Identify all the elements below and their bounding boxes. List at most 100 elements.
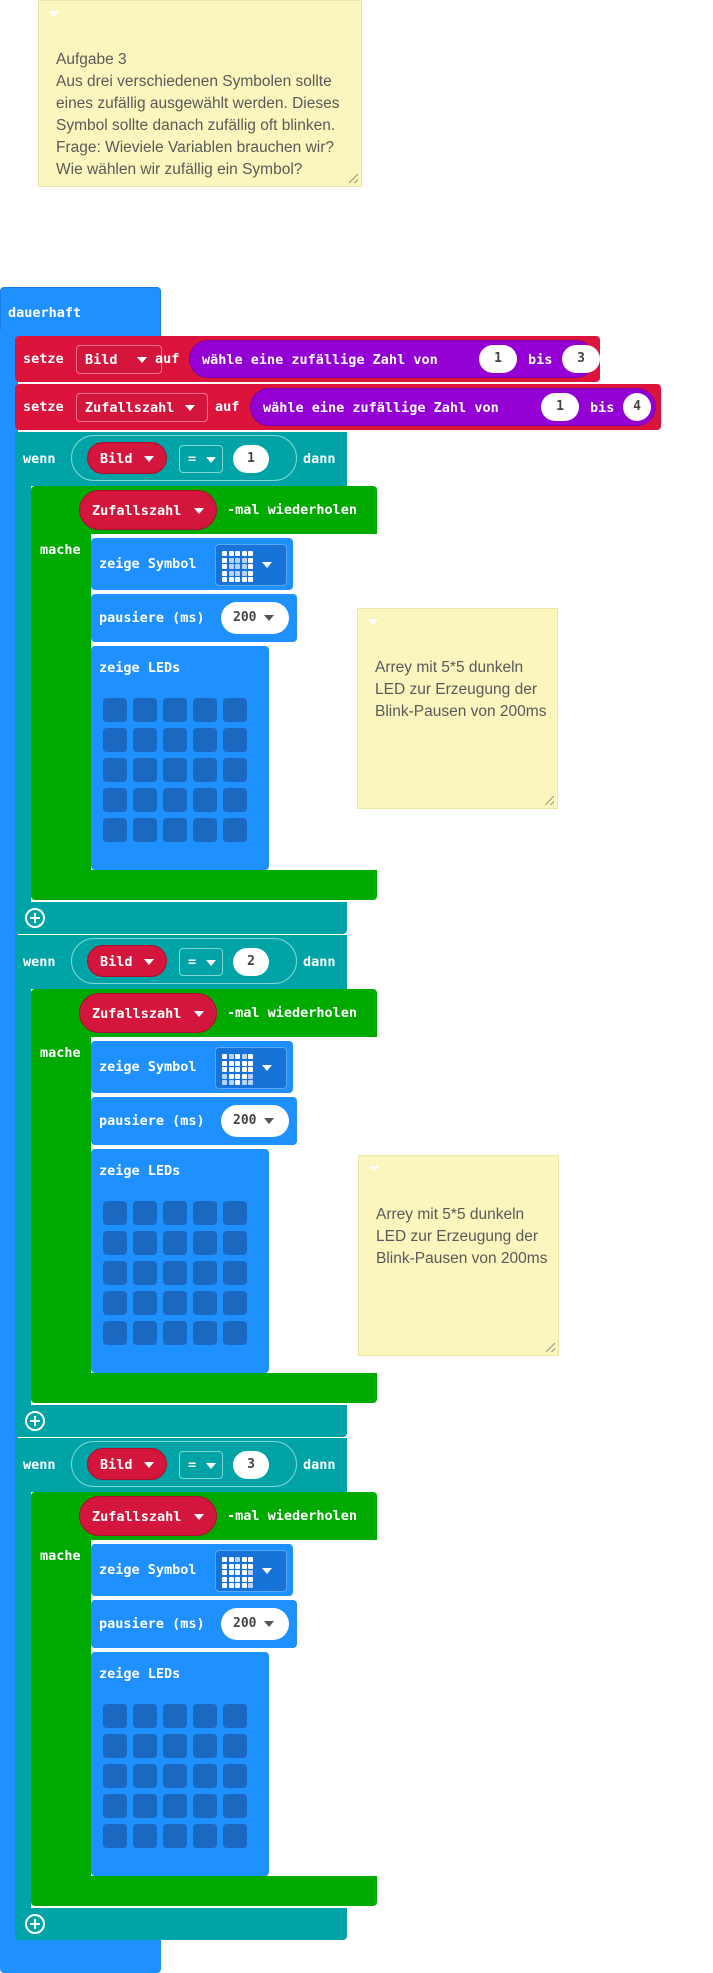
led-cell[interactable] [193, 1291, 217, 1315]
led-cell[interactable] [193, 1794, 217, 1818]
led-cell[interactable] [103, 1704, 127, 1728]
led-cell[interactable] [103, 728, 127, 752]
led-cell[interactable] [103, 1291, 127, 1315]
led-cell[interactable] [223, 728, 247, 752]
led-cell[interactable] [193, 818, 217, 842]
symbol-picker[interactable] [215, 544, 287, 586]
led-matrix[interactable] [103, 1201, 247, 1345]
random-number-block[interactable]: wähle eine zufällige Zahl von 1 bis 3 [189, 340, 600, 378]
led-cell[interactable] [193, 1734, 217, 1758]
led-cell[interactable] [133, 728, 157, 752]
led-cell[interactable] [223, 1261, 247, 1285]
led-cell[interactable] [133, 1321, 157, 1345]
led-cell[interactable] [133, 1231, 157, 1255]
variable-dropdown-bild[interactable]: Bild [87, 442, 167, 474]
random-to-input[interactable]: 3 [562, 345, 600, 373]
led-cell[interactable] [103, 1794, 127, 1818]
led-cell[interactable] [133, 1824, 157, 1848]
led-cell[interactable] [163, 1201, 187, 1225]
led-cell[interactable] [133, 1291, 157, 1315]
plus-circle-icon[interactable] [25, 908, 45, 928]
led-cell[interactable] [223, 1291, 247, 1315]
led-cell[interactable] [193, 1201, 217, 1225]
led-cell[interactable] [193, 1704, 217, 1728]
random-number-block[interactable]: wähle eine zufällige Zahl von 1 bis 4 [250, 388, 656, 426]
led-cell[interactable] [223, 1764, 247, 1788]
compare-block[interactable]: Bild = 3 [71, 1441, 297, 1487]
led-cell[interactable] [223, 1201, 247, 1225]
led-cell[interactable] [103, 1321, 127, 1345]
compare-block[interactable]: Bild = 2 [71, 938, 297, 984]
plus-circle-icon[interactable] [25, 1411, 45, 1431]
led-cell[interactable] [163, 818, 187, 842]
led-cell[interactable] [193, 1764, 217, 1788]
collapse-toggle-icon[interactable] [369, 1166, 379, 1172]
led-cell[interactable] [223, 698, 247, 722]
pause-block[interactable]: pausiere (ms) 200 [91, 594, 297, 642]
led-matrix[interactable] [103, 698, 247, 842]
led-cell[interactable] [193, 698, 217, 722]
show-symbol-block[interactable]: zeige Symbol [91, 1041, 293, 1093]
led-cell[interactable] [223, 1231, 247, 1255]
symbol-picker[interactable] [215, 1550, 287, 1592]
repeat-count-variable[interactable]: Zufallszahl [79, 993, 217, 1033]
led-cell[interactable] [163, 1794, 187, 1818]
led-cell[interactable] [223, 758, 247, 782]
led-cell[interactable] [223, 1704, 247, 1728]
led-cell[interactable] [133, 1704, 157, 1728]
led-cell[interactable] [163, 758, 187, 782]
led-cell[interactable] [193, 1824, 217, 1848]
comment-note-1[interactable]: Arrey mit 5*5 dunkeln LED zur Erzeugung … [357, 608, 558, 809]
show-symbol-block[interactable]: zeige Symbol [91, 538, 293, 590]
led-cell[interactable] [103, 1231, 127, 1255]
led-cell[interactable] [103, 698, 127, 722]
led-cell[interactable] [133, 758, 157, 782]
repeat-block[interactable]: Zufallszahl -mal wiederholen mache zeige… [31, 989, 377, 1403]
collapse-toggle-icon[interactable] [368, 619, 378, 625]
led-cell[interactable] [103, 1201, 127, 1225]
compare-value-input[interactable]: 3 [233, 1451, 269, 1479]
led-cell[interactable] [193, 758, 217, 782]
led-cell[interactable] [223, 788, 247, 812]
led-cell[interactable] [163, 1231, 187, 1255]
pause-value-dropdown[interactable]: 200 [221, 1105, 289, 1137]
pause-value-dropdown[interactable]: 200 [221, 1608, 289, 1640]
led-cell[interactable] [223, 818, 247, 842]
if-block-2[interactable]: wenn Bild = 2 dann Zufallszahl -mal wied… [15, 935, 377, 1437]
led-cell[interactable] [163, 788, 187, 812]
random-from-input[interactable]: 1 [479, 345, 517, 373]
led-cell[interactable] [163, 1704, 187, 1728]
variable-dropdown-bild[interactable]: Bild [76, 345, 162, 374]
led-cell[interactable] [133, 1794, 157, 1818]
led-cell[interactable] [223, 1824, 247, 1848]
led-cell[interactable] [163, 1321, 187, 1345]
repeat-count-variable[interactable]: Zufallszahl [79, 490, 217, 530]
comment-note-task[interactable]: Aufgabe 3 Aus drei verschiedenen Symbole… [38, 0, 362, 187]
forever-block[interactable]: dauerhaft [0, 287, 161, 337]
led-cell[interactable] [133, 1764, 157, 1788]
led-matrix[interactable] [103, 1704, 247, 1848]
if-block-1[interactable]: wenn Bild = 1 dann Zufallszahl -mal wied… [15, 432, 377, 934]
led-cell[interactable] [103, 1764, 127, 1788]
led-cell[interactable] [133, 788, 157, 812]
led-cell[interactable] [133, 1201, 157, 1225]
symbol-picker[interactable] [215, 1047, 287, 1089]
show-leds-block[interactable]: zeige LEDs [91, 646, 269, 870]
plus-circle-icon[interactable] [25, 1914, 45, 1934]
led-cell[interactable] [193, 1261, 217, 1285]
set-bild-block[interactable]: setze Bild auf wähle eine zufällige Zahl… [15, 336, 600, 382]
operator-dropdown[interactable]: = [179, 445, 223, 473]
led-cell[interactable] [193, 728, 217, 752]
operator-dropdown[interactable]: = [179, 948, 223, 976]
variable-dropdown-bild[interactable]: Bild [87, 1448, 167, 1480]
resize-handle-icon[interactable] [545, 796, 554, 805]
repeat-count-variable[interactable]: Zufallszahl [79, 1496, 217, 1536]
variable-dropdown-bild[interactable]: Bild [87, 945, 167, 977]
repeat-block[interactable]: Zufallszahl -mal wiederholen mache zeige… [31, 1492, 377, 1906]
led-cell[interactable] [223, 1734, 247, 1758]
led-cell[interactable] [223, 1321, 247, 1345]
compare-value-input[interactable]: 2 [233, 948, 269, 976]
show-symbol-block[interactable]: zeige Symbol [91, 1544, 293, 1596]
led-cell[interactable] [163, 1824, 187, 1848]
led-cell[interactable] [103, 1261, 127, 1285]
